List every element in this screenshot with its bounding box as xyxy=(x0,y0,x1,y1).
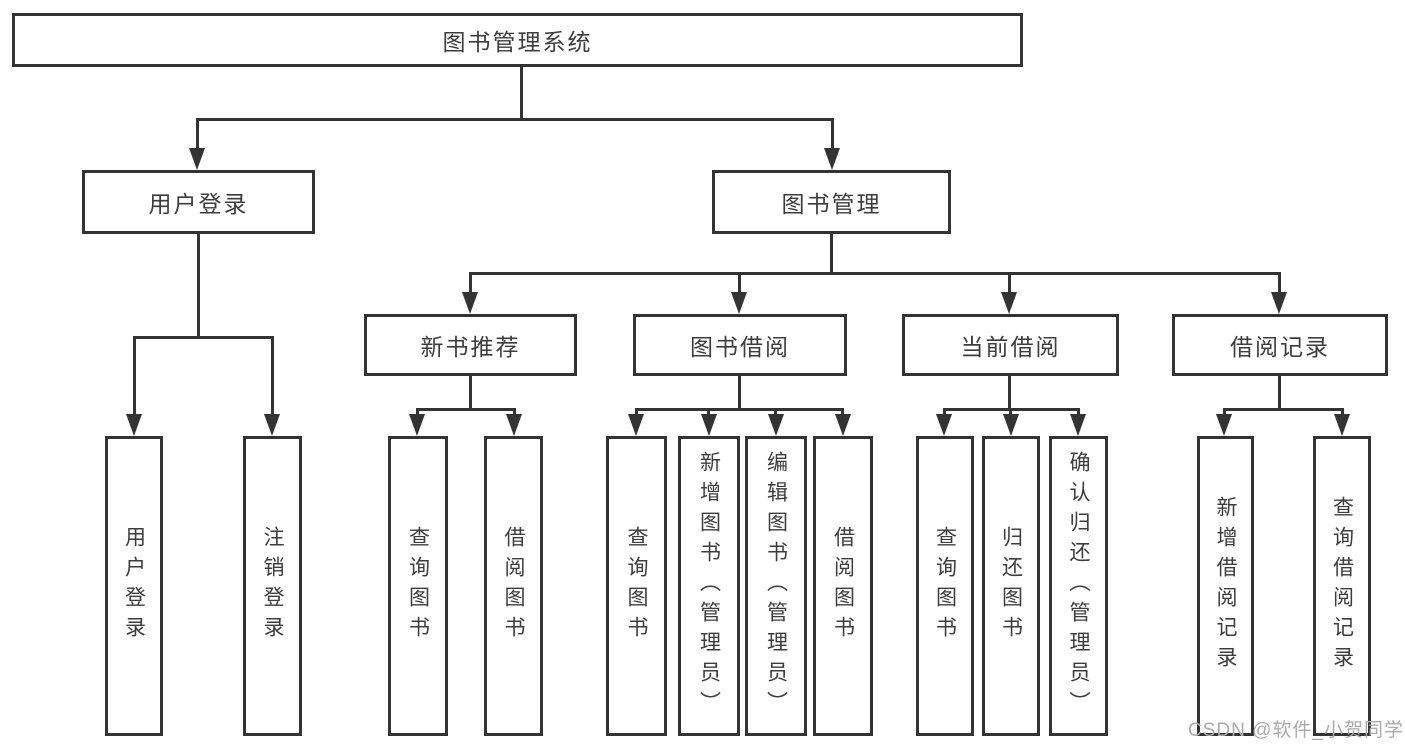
node-label: 借阅图书 xyxy=(831,526,855,646)
node-leaf-borrow-books: 借阅图书 xyxy=(813,436,873,736)
arrowhead-down-icon xyxy=(1216,414,1232,436)
csdn-watermark: CSDN @软件_小贺同学 xyxy=(1188,720,1404,741)
arrowhead-down-icon xyxy=(409,414,425,436)
node-leaf-query-books: 查询图书 xyxy=(388,436,448,736)
connector-drop-leaf xyxy=(1223,408,1226,418)
arrowhead-down-icon xyxy=(1070,414,1086,436)
arrowhead-down-icon xyxy=(1334,414,1350,436)
arrowhead-down-icon xyxy=(1271,292,1287,314)
arrowhead-down-icon xyxy=(768,414,784,436)
node-new-book-recommendation: 新书推荐 xyxy=(364,314,577,376)
node-user-login: 用户登录 xyxy=(82,170,315,234)
arrowhead-down-icon xyxy=(731,292,747,314)
connector-drop-leaf xyxy=(133,336,136,418)
node-label: 查询图书 xyxy=(625,526,648,646)
node-label: 借阅记录 xyxy=(1230,334,1330,360)
arrowhead-down-icon xyxy=(506,414,522,436)
node-leaf-edit-books-admin: 编辑图书（管理员） xyxy=(745,436,807,736)
connector-drop-leaf xyxy=(416,408,419,418)
arrowhead-down-icon xyxy=(701,414,717,436)
node-label: 确认归还（管理员） xyxy=(1067,451,1090,721)
connector-current-borrow-stem xyxy=(1008,376,1011,410)
connector-book-mgmt-stem xyxy=(830,234,833,275)
arrowhead-down-icon xyxy=(936,414,952,436)
arrowhead-down-icon xyxy=(264,414,280,436)
node-label: 图书管理 xyxy=(781,191,882,217)
arrowhead-down-icon xyxy=(628,414,644,436)
arrowhead-down-icon xyxy=(835,414,851,436)
node-leaf-add-books-admin: 新增图书（管理员） xyxy=(678,436,740,736)
connector-new-rec-stem xyxy=(469,376,472,410)
node-label: 用户登录 xyxy=(148,191,249,217)
arrowhead-down-icon xyxy=(189,148,205,170)
connector-drop-new-rec xyxy=(469,272,472,296)
node-book-management: 图书管理 xyxy=(712,170,951,234)
connector-book-borrow-branch xyxy=(635,408,844,411)
node-leaf-query-books: 查询图书 xyxy=(606,436,667,736)
connector-borrow-records-stem xyxy=(1278,376,1281,410)
node-library-management-system: 图书管理系统 xyxy=(12,13,1023,67)
node-label: 新增借阅记录 xyxy=(1214,496,1237,676)
node-label: 新增图书（管理员） xyxy=(697,451,721,721)
connector-new-rec-branch xyxy=(416,408,516,411)
node-book-borrowing: 图书借阅 xyxy=(633,314,847,376)
connector-user-login-branch xyxy=(133,336,274,339)
connector-level2-branch xyxy=(469,272,1281,275)
arrowhead-down-icon xyxy=(824,148,840,170)
node-label: 查询图书 xyxy=(933,526,957,646)
node-leaf-borrow-books: 借阅图书 xyxy=(484,436,543,736)
connector-drop-leaf xyxy=(513,408,516,418)
node-leaf-add-borrow-record: 新增借阅记录 xyxy=(1197,436,1254,736)
connector-drop-leaf xyxy=(635,408,638,418)
node-leaf-confirm-return-admin: 确认归还（管理员） xyxy=(1049,436,1108,736)
node-leaf-user-login: 用户登录 xyxy=(105,436,163,736)
node-label: 当前借阅 xyxy=(960,334,1061,360)
arrowhead-down-icon xyxy=(1001,292,1017,314)
arrowhead-down-icon xyxy=(462,292,478,314)
node-leaf-query-books: 查询图书 xyxy=(916,436,974,736)
connector-book-borrow-stem xyxy=(738,376,741,410)
connector-drop-borrow-records xyxy=(1278,272,1281,296)
connector-drop-book-borrow xyxy=(738,272,741,296)
node-label: 图书管理系统 xyxy=(442,29,593,55)
node-label: 查询图书 xyxy=(406,526,430,646)
node-label: 新书推荐 xyxy=(420,334,521,360)
node-label: 借阅图书 xyxy=(502,526,525,646)
connector-drop-leaf xyxy=(271,336,274,418)
connector-drop-leaf xyxy=(707,408,710,418)
connector-root-stem xyxy=(520,67,523,118)
connector-drop-user-login xyxy=(196,118,199,152)
connector-drop-book-mgmt xyxy=(831,118,834,152)
node-label: 图书借阅 xyxy=(690,334,790,360)
arrowhead-down-icon xyxy=(1003,414,1019,436)
node-leaf-query-borrow-record: 查询借阅记录 xyxy=(1313,436,1371,736)
node-leaf-logout: 注销登录 xyxy=(243,436,302,736)
connector-drop-leaf xyxy=(1341,408,1344,418)
arrowhead-down-icon xyxy=(126,414,142,436)
connector-borrow-records-branch xyxy=(1223,408,1344,411)
node-label: 查询借阅记录 xyxy=(1330,496,1354,676)
connector-drop-leaf xyxy=(841,408,844,418)
connector-drop-leaf xyxy=(1009,408,1012,418)
connector-drop-leaf xyxy=(774,408,777,418)
node-leaf-return-books: 归还图书 xyxy=(982,436,1040,736)
connector-drop-leaf xyxy=(943,408,946,418)
connector-user-login-stem xyxy=(197,234,200,339)
node-label: 编辑图书（管理员） xyxy=(764,451,788,721)
node-label: 注销登录 xyxy=(261,526,284,646)
connector-drop-leaf xyxy=(1077,408,1080,418)
node-current-borrowing: 当前借阅 xyxy=(902,314,1119,376)
node-label: 用户登录 xyxy=(122,526,146,646)
connector-level1-branch xyxy=(196,118,834,121)
node-borrowing-records: 借阅记录 xyxy=(1172,314,1388,376)
node-label: 归还图书 xyxy=(999,526,1023,646)
connector-drop-current-borrow xyxy=(1008,272,1011,296)
